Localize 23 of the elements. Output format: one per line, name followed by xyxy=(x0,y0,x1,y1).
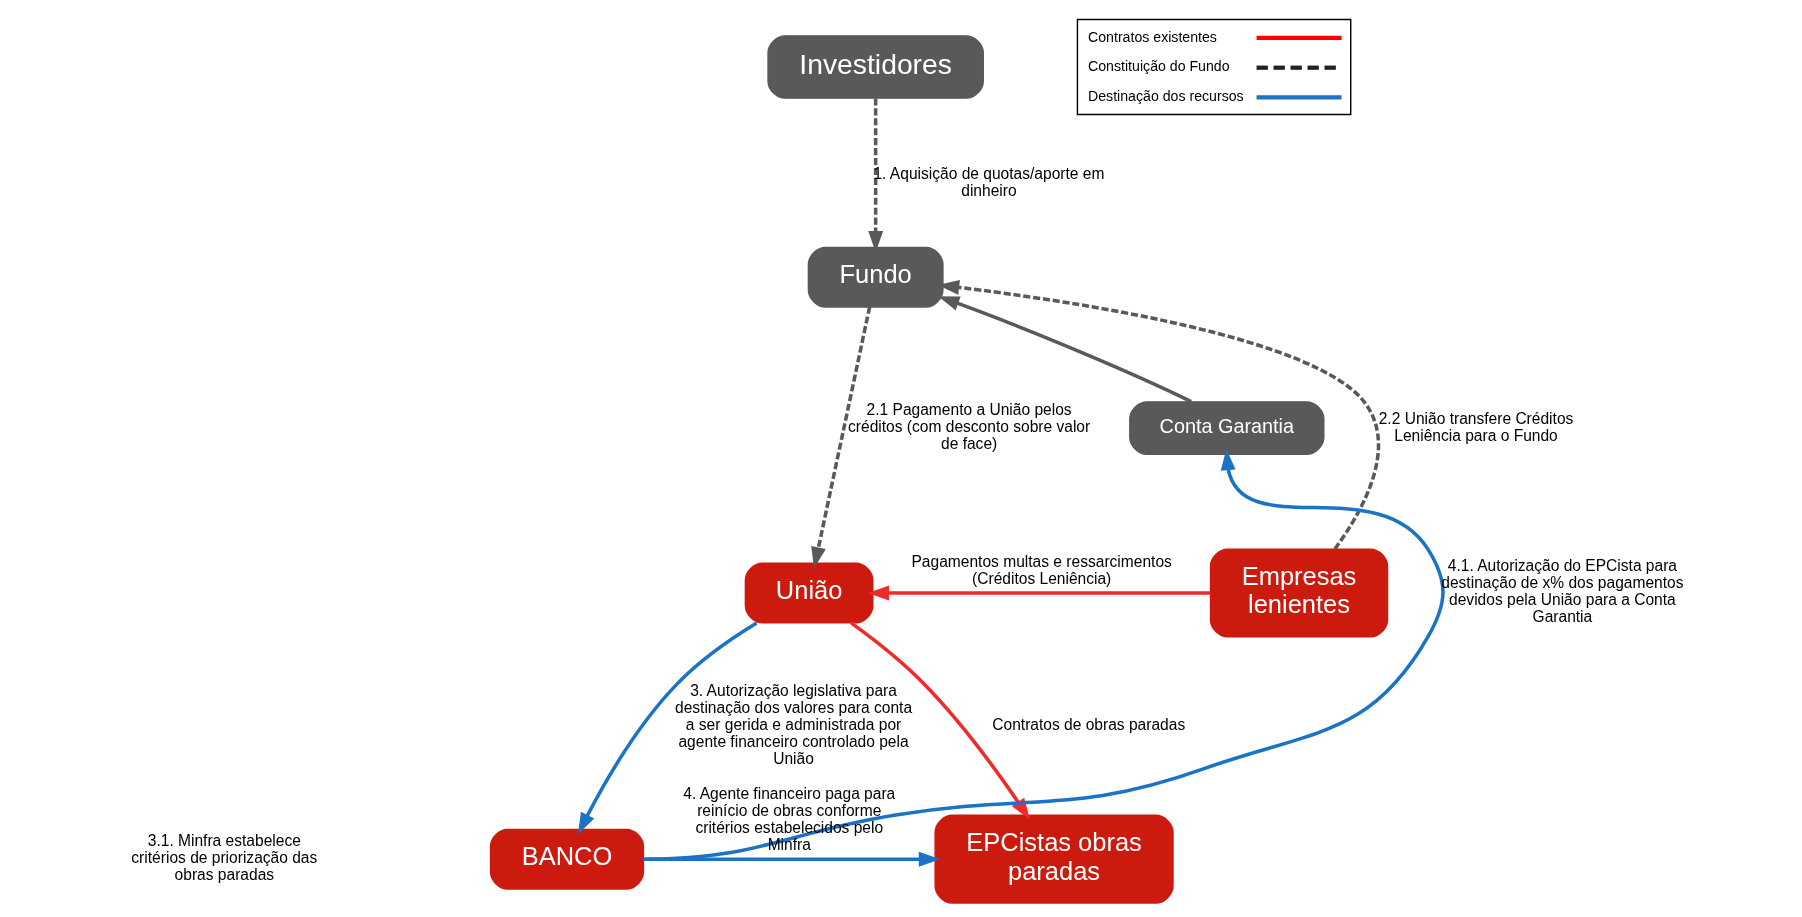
legend-label: Constituição do Fundo xyxy=(1087,58,1230,75)
edge-label: 2.2 União transfere Créditos Leniência para o Fundo xyxy=(1378,409,1573,444)
node-box: EPCistas obras paradas xyxy=(933,814,1174,904)
edge-label: Contratos de obras paradas xyxy=(991,716,1185,734)
arrow xyxy=(577,621,758,835)
edge-label: Pagamentos multas e ressarcimentos (Créditos Leniência) xyxy=(911,553,1172,588)
label: 3.1. Minfra estabelece critérios de priorização das obras paradas xyxy=(130,832,317,884)
node-box: Empresas lenientes xyxy=(1209,548,1388,638)
edge-label: 1. Aquisição de quotas/aporte em dinheiro xyxy=(872,165,1104,200)
legend-label: Contratos existentes xyxy=(1087,28,1217,45)
node-box: Conta Garantia xyxy=(1128,401,1324,455)
node-box: União xyxy=(744,562,874,624)
edge-label: 3. Autorização legislativa para destinação dos valores para conta a ser gerida e administrada por agente financeiro controlado pela União xyxy=(674,682,912,768)
node-box: Investidores xyxy=(766,35,984,99)
arrow xyxy=(810,306,871,569)
arrow xyxy=(643,851,940,867)
arrow xyxy=(867,585,1210,601)
arrow xyxy=(849,621,1030,820)
arrow xyxy=(644,448,1444,861)
legend-label: Destinação dos recursos xyxy=(1087,87,1244,104)
edge-label: 2.1 Pagamento a União pelos créditos (com desconto sobre valor de face) xyxy=(847,401,1090,453)
node-box: BANCO xyxy=(489,828,644,890)
node-box: Fundo xyxy=(807,246,944,308)
